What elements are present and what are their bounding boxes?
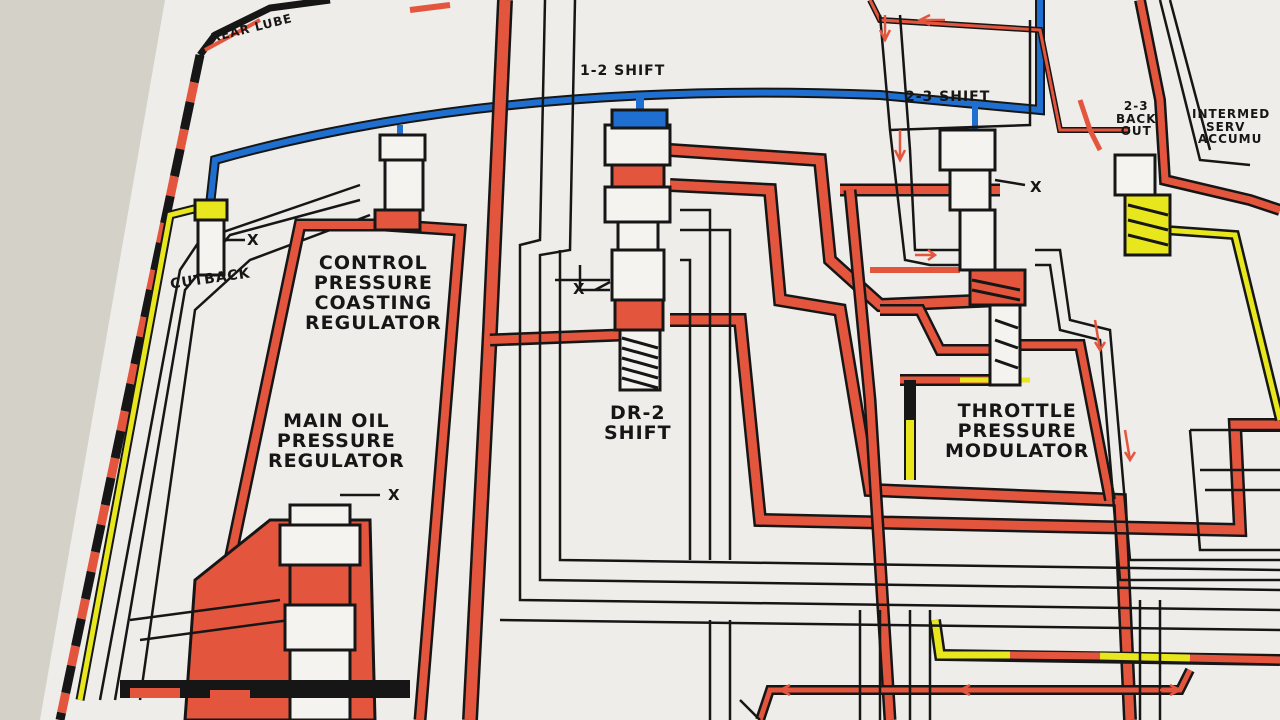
yellow-passage-right bbox=[1164, 225, 1280, 422]
label-2-3-shift: 2-3 SHIFT bbox=[905, 89, 991, 105]
left-edge-dashed-line bbox=[55, 54, 205, 720]
label-1-2-shift: 1-2 SHIFT bbox=[580, 63, 666, 79]
label-2-3-back-out: 2-3 BACK OUT bbox=[1116, 99, 1157, 139]
left-edge-dashed-line-red bbox=[55, 54, 205, 720]
cutback-valve bbox=[193, 198, 229, 277]
x-mark-2-3-shift: X bbox=[1030, 178, 1042, 196]
label-dr2-shift: DR-2 SHIFT bbox=[604, 402, 672, 444]
label-control-pressure: CONTROL PRESSURE COASTING REGULATOR bbox=[305, 252, 442, 334]
label-throttle-modulator: THROTTLE PRESSURE MODULATOR bbox=[945, 400, 1090, 462]
dr2-shift-spring bbox=[621, 336, 659, 390]
left-thin-lines bbox=[98, 183, 361, 701]
dr2-shift-valve bbox=[603, 123, 672, 392]
x-mark-main-oil: X bbox=[388, 486, 400, 504]
control-pressure-valve bbox=[373, 133, 427, 232]
x-mark-cutback: X bbox=[247, 231, 259, 249]
x-mark-dr2: X bbox=[573, 280, 585, 298]
label-main-oil: MAIN OIL PRESSURE REGULATOR bbox=[268, 410, 405, 472]
rear-lube-passage bbox=[197, 0, 331, 58]
label-intermediate-servo: INTERMED SERV ACCUMU bbox=[1192, 107, 1271, 147]
back-out-2-3-valve bbox=[1113, 153, 1172, 257]
